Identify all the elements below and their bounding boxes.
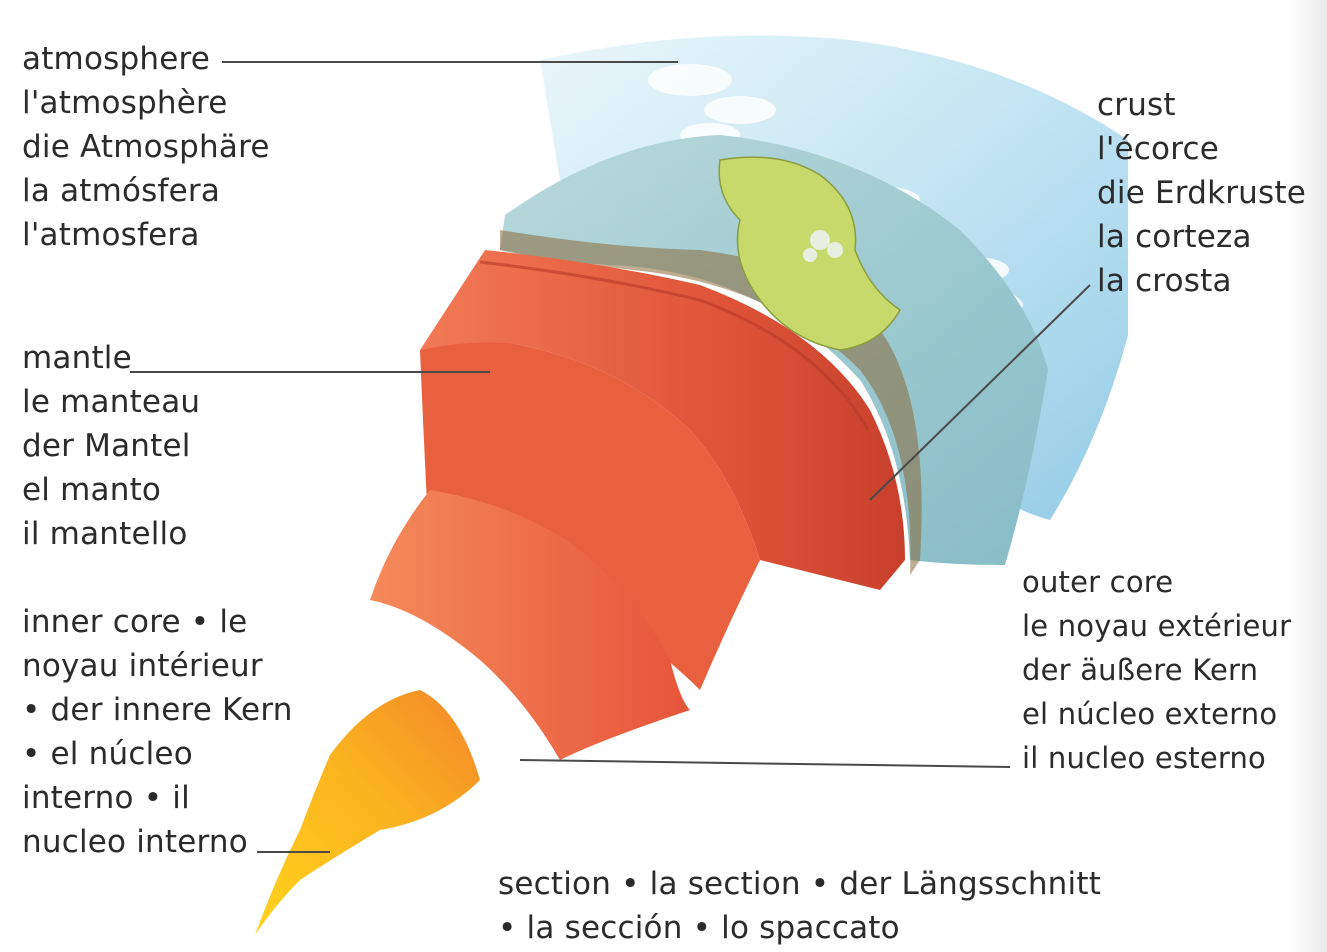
section-caption: section • la section • der Längsschnitt … xyxy=(498,862,1101,950)
mantle-label: mantle le manteau der Mantel el manto il… xyxy=(22,336,200,556)
atmosphere-label: atmosphere l'atmosphère die Atmosphäre l… xyxy=(22,37,270,257)
outer-core-label: outer core le noyau extérieur der äußere… xyxy=(1022,560,1291,780)
crust-label: crust l'écorce die Erdkruste la corteza … xyxy=(1097,83,1306,303)
inner-core-label: inner core • le noyau intérieur • der in… xyxy=(22,600,293,864)
outer-core-leader xyxy=(520,760,1010,767)
